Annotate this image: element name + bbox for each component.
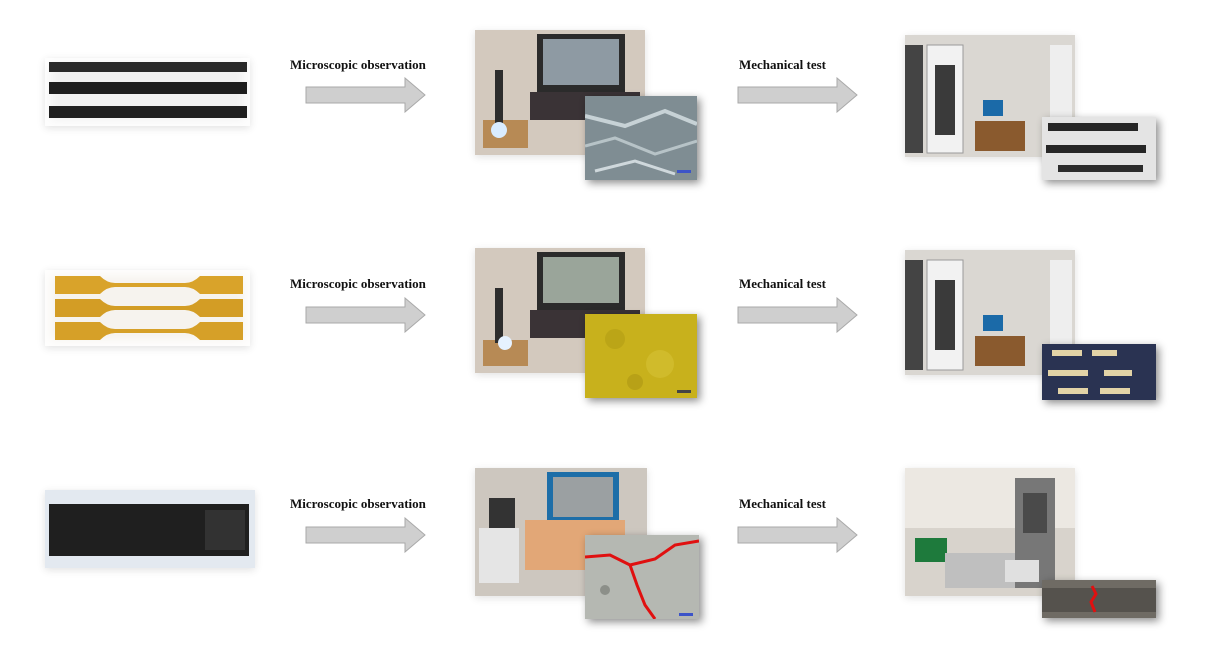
dark-slab-graphic <box>45 490 255 568</box>
step-label-microscopic-observation: Microscopic observation <box>290 57 426 72</box>
microscope-laptop-graphic <box>475 248 645 373</box>
step-label-mechanical-test: Mechanical test <box>739 276 827 291</box>
testing-machine-graphic <box>905 35 1075 157</box>
specimen-photo-carbon-strips <box>45 58 250 126</box>
step-label-mechanical-test: Mechanical test <box>739 57 827 72</box>
process-arrow-icon <box>737 77 858 113</box>
process-row-3: Microscopic observation Mechanical test <box>0 440 1206 660</box>
specimen-photo-dark-slab <box>45 490 255 568</box>
fractured-specimens-inset-yellow <box>1042 344 1156 400</box>
micrograph-texture <box>585 314 697 398</box>
fractured-strips-graphic <box>1042 117 1156 180</box>
yellow-dogbones-graphic <box>55 276 243 340</box>
fractured-dogbones-graphic <box>1042 344 1156 400</box>
step-label-mechanical-test: Mechanical test <box>739 496 827 511</box>
micrograph-inset-yellow <box>585 314 697 398</box>
micrograph-texture <box>585 96 697 180</box>
specimen-photo-yellow-dogbones <box>45 270 250 346</box>
fractured-specimens-inset-carbon <box>1042 117 1156 180</box>
step-label-microscopic-observation: Microscopic observation <box>290 276 426 291</box>
process-row-2: Microscopic observation Mechanical test <box>0 220 1206 440</box>
process-arrow-icon <box>737 517 858 553</box>
micrograph-inset-carbon <box>585 96 697 180</box>
micrograph-inset-crack <box>585 535 699 619</box>
process-row-1: Microscopic observation Mechanical test <box>0 0 1206 220</box>
step-label-microscopic-observation: Microscopic observation <box>290 496 426 511</box>
process-arrow-icon <box>305 517 426 553</box>
fractured-specimen-inset-slab <box>1042 580 1156 618</box>
testing-machine-graphic <box>905 468 1075 596</box>
carbon-strips-graphic <box>49 62 247 118</box>
process-arrow-icon <box>305 77 426 113</box>
fractured-slab-graphic <box>1042 580 1156 618</box>
process-arrow-icon <box>737 297 858 333</box>
testing-machine-photo <box>905 468 1075 596</box>
process-arrow-icon <box>305 297 426 333</box>
crack-micrograph-texture <box>585 535 699 619</box>
